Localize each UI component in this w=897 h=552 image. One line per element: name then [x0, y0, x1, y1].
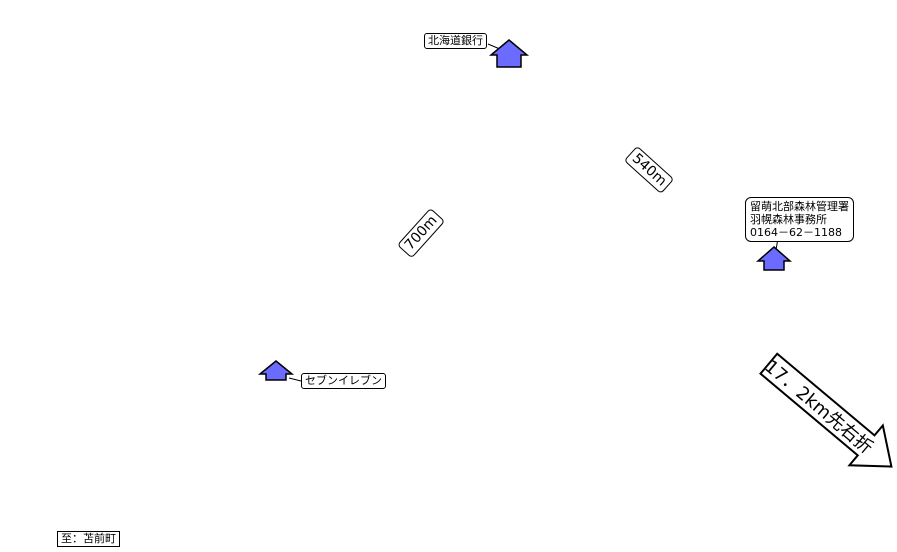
poi-label-seven-eleven[interactable]: セブンイレブン	[301, 373, 386, 389]
poi-label-line-2: 羽幌森林事務所	[750, 213, 827, 226]
seven-eleven-marker-icon[interactable]	[257, 360, 295, 381]
poi-label-line-3: 0164－62－1188	[750, 226, 842, 239]
right-turn-arrow-icon: 17．2km先右折	[759, 352, 893, 468]
poi-label-hokkaido-bank[interactable]: 北海道銀行	[424, 33, 487, 49]
poi-label-text: セブンイレブン	[305, 374, 382, 387]
forest-office-marker-icon[interactable]	[756, 246, 792, 271]
bank-marker-icon[interactable]	[488, 39, 530, 68]
destination-text: 至：苫前町	[61, 532, 116, 545]
poi-label-forest-office[interactable]: 留萌北部森林管理署 羽幌森林事務所 0164－62－1188	[745, 197, 854, 242]
destination-label: 至：苫前町	[57, 531, 120, 547]
direction-label: 17．2km先右折	[760, 356, 876, 458]
poi-label-text: 北海道銀行	[428, 34, 483, 47]
poi-label-line-1: 留萌北部森林管理署	[750, 200, 849, 213]
leader-line-seven	[288, 377, 302, 382]
